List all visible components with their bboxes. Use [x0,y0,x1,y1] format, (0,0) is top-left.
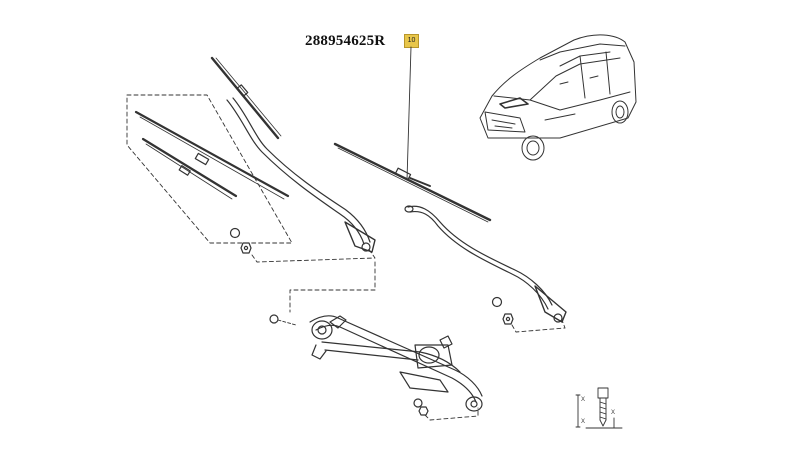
right-arm-nut-cap [491,296,514,325]
callout-badge[interactable]: 10 [404,34,419,48]
left-blade-set [134,110,290,200]
fastener-gauge-detail [575,387,623,429]
upper-left-wiper-blade [210,56,282,140]
gauge-label: X [581,397,586,403]
callout-leader-line [406,46,412,181]
vehicle-illustration [479,34,637,161]
right-wiper-blade-part[interactable] [333,142,492,223]
bottom-dashed-link [424,407,479,421]
left-assembly-dashed-link [251,247,376,263]
center-dashed-link [289,261,376,313]
right-assembly-dashed-link [511,319,566,333]
left-wiper-arm [226,97,376,253]
left-arm-nut-cap [229,227,252,254]
blade-kit-dashed-box [126,94,293,244]
right-wiper-arm [404,205,567,323]
part-number-label[interactable]: 288954625R [305,33,386,49]
gauge-label: X [611,410,616,416]
wiper-linkage-motor-assembly [269,314,483,412]
linkage-mounting-bolt [413,398,429,416]
fastener-gauge-labels: X X X [581,396,615,427]
gauge-label: X [581,419,586,425]
